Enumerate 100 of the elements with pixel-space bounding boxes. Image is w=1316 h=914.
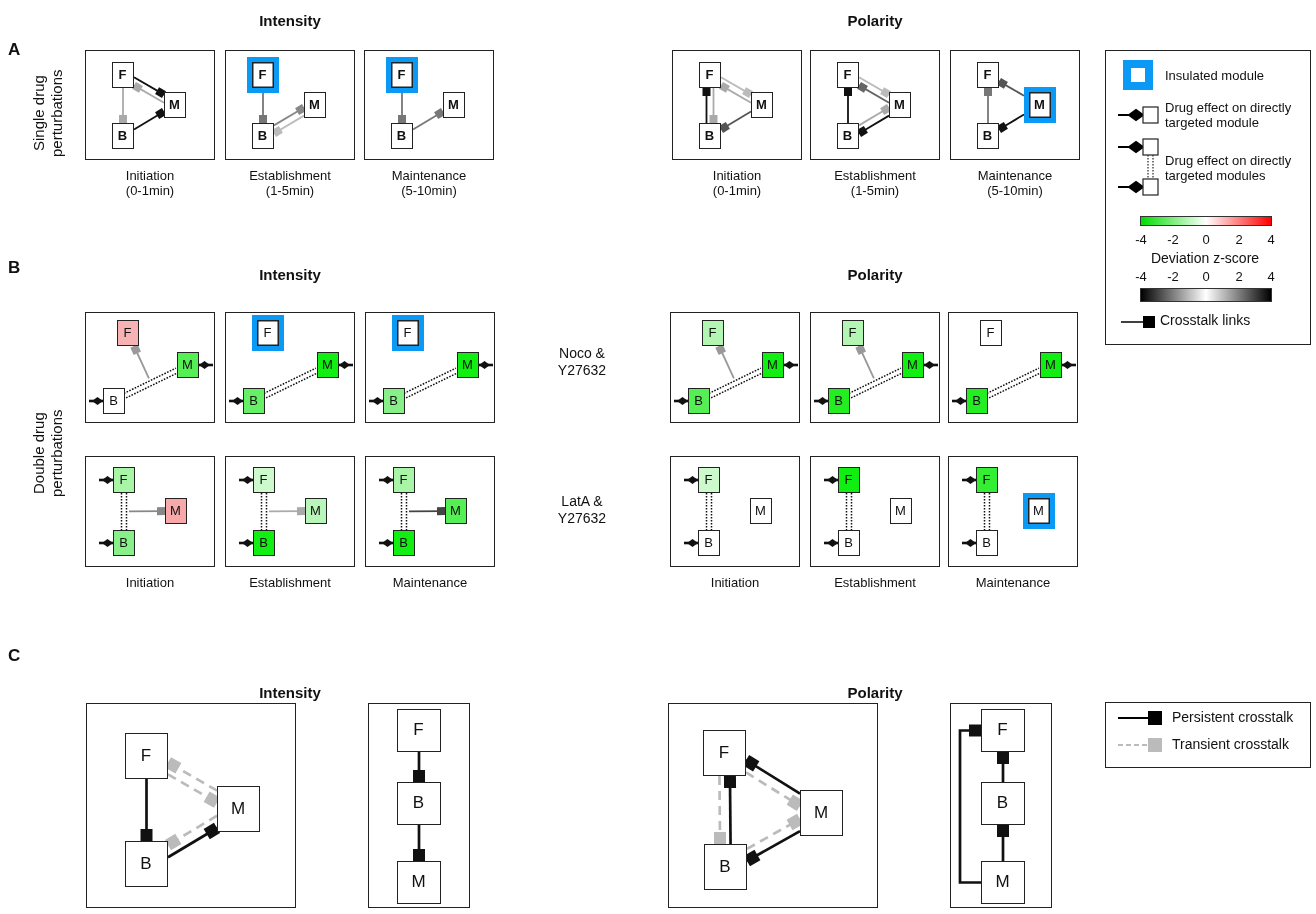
drug-effect-line xyxy=(369,397,383,405)
module-box: F xyxy=(251,314,284,351)
network-panel xyxy=(85,312,215,423)
module-box: F xyxy=(841,319,864,346)
transient-crosstalk-link xyxy=(167,773,220,808)
network-panel xyxy=(950,50,1080,160)
network-panel xyxy=(368,703,470,908)
network-panel xyxy=(225,50,355,160)
drug-effect-line xyxy=(814,397,828,405)
module-box: F xyxy=(112,466,135,493)
crosstalk-link xyxy=(413,825,425,861)
dotted-link xyxy=(708,367,764,399)
module-box: B xyxy=(827,387,850,414)
network-panel xyxy=(672,50,802,160)
crosstalk-link xyxy=(997,77,1025,97)
crosstalk-link xyxy=(408,507,446,516)
drug-effect-line xyxy=(199,361,213,369)
module-box: F xyxy=(701,319,724,346)
module-box: F xyxy=(396,708,441,752)
crosstalk-link xyxy=(271,114,305,137)
module-box: F xyxy=(392,466,415,493)
module-box: B xyxy=(102,387,125,414)
crosstalk-link xyxy=(984,87,992,124)
tick-label: -2 xyxy=(1166,232,1180,248)
module-box: M xyxy=(980,860,1025,904)
crosstalk-link xyxy=(844,87,852,124)
module-box: M xyxy=(396,860,441,904)
panel-caption: Initiation (0-1min) xyxy=(124,168,176,198)
drug-effect-line xyxy=(684,539,698,547)
panel-caption: Initiation xyxy=(124,575,176,590)
module-box: M xyxy=(304,497,327,524)
drug-effect-line xyxy=(824,539,838,547)
crosstalk-link xyxy=(412,108,446,131)
module-box: B xyxy=(396,781,441,825)
transient-crosstalk-link xyxy=(164,814,218,851)
transient-crosstalk-link xyxy=(165,757,218,792)
module-box: M xyxy=(1022,492,1055,529)
module-box: M xyxy=(176,351,199,378)
colorbar-title: Deviation z-score xyxy=(1149,250,1261,267)
crosstalk-link xyxy=(167,822,221,859)
crosstalk-link xyxy=(413,752,425,782)
module-box: F xyxy=(391,314,424,351)
crosstalk-link xyxy=(997,752,1009,782)
drug-effect-line xyxy=(674,397,688,405)
crosstalk-link xyxy=(744,829,801,867)
module-box: M xyxy=(163,91,186,118)
network-panel xyxy=(810,50,940,160)
dotted-link xyxy=(403,367,459,399)
drug-effect-line xyxy=(339,361,353,369)
crosstalk-link xyxy=(133,76,166,99)
drug-effect-line xyxy=(89,397,103,405)
network-panel xyxy=(948,312,1078,423)
module-box: M xyxy=(216,785,260,832)
legend-label: Insulated module xyxy=(1165,68,1265,83)
drug-effect-line xyxy=(824,476,838,484)
module-box: F xyxy=(116,319,139,346)
drug-effect-line xyxy=(379,476,393,484)
module-box: B xyxy=(124,840,168,887)
module-box: F xyxy=(252,466,275,493)
dotted-link xyxy=(400,492,408,531)
network-panel xyxy=(670,312,800,423)
drug-effect-line xyxy=(924,361,938,369)
drug-effect-line xyxy=(684,476,698,484)
dotted-link xyxy=(123,367,179,399)
module-box: F xyxy=(837,466,860,493)
panel-letter: C xyxy=(8,646,22,666)
module-box: B xyxy=(111,122,134,149)
network-panel xyxy=(948,456,1078,567)
drug-effect-line xyxy=(239,476,253,484)
crosstalk-link xyxy=(718,110,752,133)
legend-label: Crosstalk links xyxy=(1160,313,1252,328)
network-panel xyxy=(670,456,800,567)
crosstalk-link xyxy=(119,87,127,124)
panel-caption: Initiation xyxy=(709,575,761,590)
module-box: M xyxy=(1023,86,1056,123)
module-box: M xyxy=(888,91,911,118)
transient-crosstalk-link xyxy=(713,776,727,845)
crosstalk-link xyxy=(273,104,307,127)
module-box: M xyxy=(901,351,924,378)
drug-effect-line xyxy=(99,476,113,484)
dotted-link xyxy=(705,492,713,531)
module-box: B xyxy=(837,529,860,556)
column-heading: Polarity xyxy=(846,684,904,702)
crosstalk-link xyxy=(133,108,167,131)
module-box: B xyxy=(698,122,721,149)
column-heading: Intensity xyxy=(258,266,322,284)
column-heading: Polarity xyxy=(846,12,904,30)
module-box: F xyxy=(836,61,859,88)
crosstalk-link xyxy=(958,724,981,884)
panel-caption: Initiation (0-1min) xyxy=(711,168,763,198)
transient-crosstalk-link xyxy=(746,813,803,851)
crosstalk-link xyxy=(259,92,267,124)
crosstalk-link xyxy=(140,779,153,841)
network-panel xyxy=(668,703,878,908)
module-box: F xyxy=(975,466,998,493)
network-panel xyxy=(86,703,296,908)
module-box: M xyxy=(749,497,772,524)
drug-effect-line xyxy=(379,539,393,547)
crosstalk-link xyxy=(997,825,1009,861)
panel-letter: B xyxy=(8,258,22,278)
